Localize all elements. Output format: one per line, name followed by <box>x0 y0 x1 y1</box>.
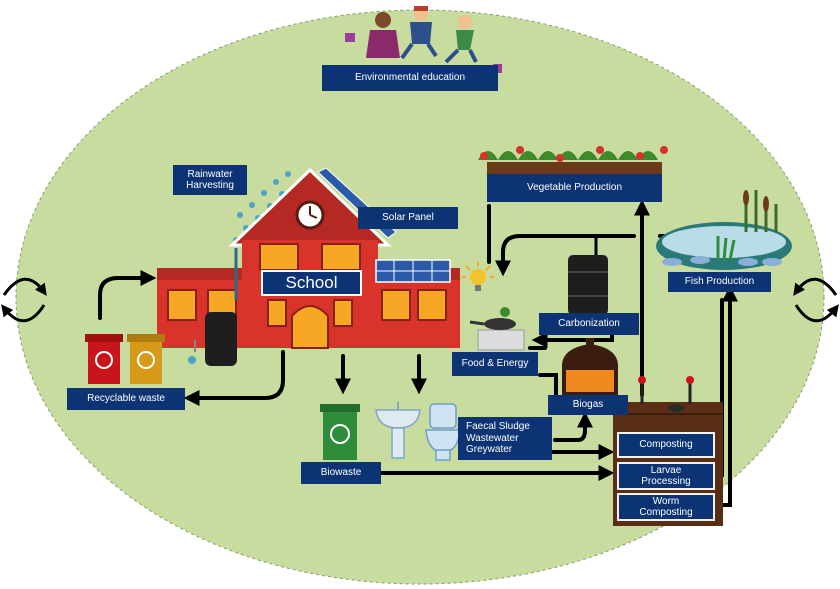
label-school: School <box>261 270 362 296</box>
label-solar-panel: Solar Panel <box>358 207 458 229</box>
cycle-arrows-icon-right <box>793 277 839 323</box>
cycle-arrows-icon-left <box>1 277 47 323</box>
label-larvae-processing: Larvae Processing <box>617 462 715 490</box>
biogas-dome-icon <box>562 338 618 395</box>
sink-icon <box>375 402 421 459</box>
flow-arrows <box>98 199 738 507</box>
clock-icon <box>295 200 325 230</box>
arrow-school-to-recycle <box>183 350 285 406</box>
label-carbonization: Carbonization <box>539 313 639 335</box>
label-food-energy: Food & Energy <box>452 352 538 376</box>
arrow-sanitation-to-biogas <box>553 411 593 442</box>
label-rainwater-harvesting: Rainwater Harvesting <box>173 165 247 195</box>
label-worm-composting: Worm Composting <box>617 493 715 521</box>
toilet-icon <box>425 403 461 461</box>
recycling-bin-icon-green <box>320 404 360 460</box>
fish-icon <box>662 256 782 266</box>
arrow-recycle-to-school <box>98 270 157 320</box>
label-environmental-education: Environmental education <box>322 65 498 91</box>
label-fish-production: Fish Production <box>668 272 771 292</box>
label-vegetable-production: Vegetable Production <box>487 174 662 202</box>
label-biogas: Biogas <box>548 395 628 415</box>
arrow-vegetable-to-food <box>495 234 636 277</box>
arrow-carbonization-to-food <box>531 332 614 348</box>
light-bulb-icon <box>462 262 494 291</box>
arrow-biogas-to-food <box>538 373 558 400</box>
label-biowaste: Biowaste <box>301 462 381 484</box>
label-recyclable-waste: Recyclable waste <box>67 388 185 410</box>
vegetable-plants-icon <box>478 146 668 174</box>
pond-icon <box>656 190 792 270</box>
solar-panel-icon <box>317 167 451 283</box>
label-composting: Composting <box>617 432 715 458</box>
cooking-pan-icon <box>469 307 525 351</box>
barrel-icon <box>568 238 608 315</box>
label-faecal-sludge: Faecal Sludge Wastewater Greywater <box>458 417 552 460</box>
recycling-bin-icon-yellow <box>127 334 165 384</box>
rain-barrel-icon <box>188 248 238 366</box>
recycling-bin-icon-red <box>85 334 123 384</box>
